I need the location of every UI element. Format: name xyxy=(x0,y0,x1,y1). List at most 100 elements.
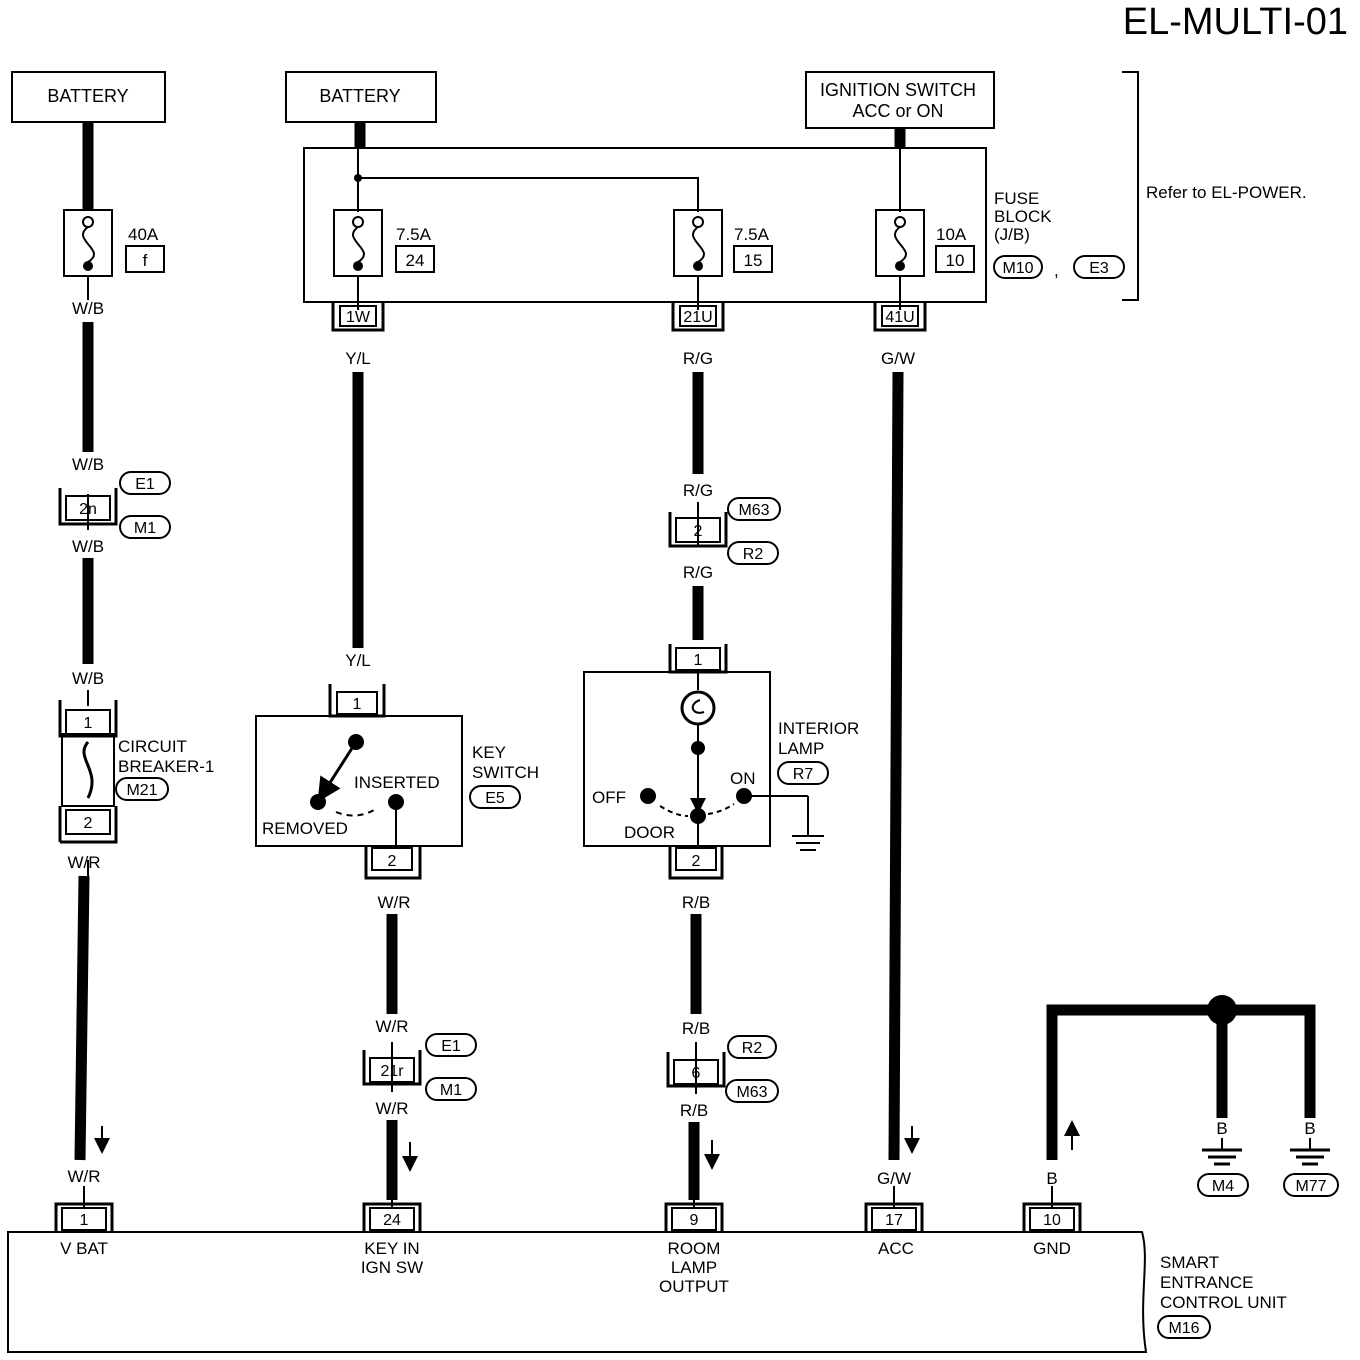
lamp-on-label: ON xyxy=(730,769,756,788)
key-switch xyxy=(255,684,463,880)
terminal-room: ROOM xyxy=(668,1239,721,1258)
connector-r2-label: R2 xyxy=(743,546,764,563)
connector-6 xyxy=(666,1052,726,1088)
breaker-pin-1: 1 xyxy=(84,715,93,732)
wire-color-label: Y/L xyxy=(345,349,371,368)
connector-m77-label: M77 xyxy=(1295,1178,1326,1195)
interior-lamp xyxy=(583,644,824,880)
connector-m63-label: M63 xyxy=(738,502,769,519)
lamp-off-label: OFF xyxy=(592,788,626,807)
ignition-switch-label-2: ACC or ON xyxy=(852,101,943,121)
breaker-pin-2: 2 xyxy=(84,815,93,832)
fuse-block-bus xyxy=(357,148,901,212)
control-unit-label-2: ENTRANCE xyxy=(1160,1273,1254,1292)
wire-color-label: R/G xyxy=(683,563,713,582)
connector-e3-label: E3 xyxy=(1089,260,1109,277)
m16-pin-10 xyxy=(1022,1202,1082,1232)
connector-r2-label: R2 xyxy=(742,1040,763,1057)
lamp-pin-2: 2 xyxy=(692,853,701,870)
terminal-lamp: LAMP xyxy=(671,1258,717,1277)
connector-r7-label: R7 xyxy=(793,766,814,783)
wire-color-label: G/W xyxy=(881,349,915,368)
fuse-40a-number: f xyxy=(143,251,148,270)
circuit-breaker-label-1: CIRCUIT xyxy=(118,737,187,756)
fuse-24-number-box xyxy=(395,245,435,273)
fuse-10a-number-box xyxy=(935,245,975,273)
connector-21r xyxy=(362,1050,422,1086)
connector-badge-m1 xyxy=(119,515,171,539)
wire-color-label: W/B xyxy=(72,537,104,556)
m16-pin-1 xyxy=(54,1202,114,1232)
wire-color-label: B xyxy=(1304,1119,1315,1138)
lamp-door-label: DOOR xyxy=(624,823,675,842)
fuse-15-number: 15 xyxy=(744,251,763,270)
m16-pin-17 xyxy=(864,1202,924,1232)
m16-pin-24-label: 24 xyxy=(383,1212,401,1229)
key-switch-pin-2: 2 xyxy=(388,853,397,870)
key-switch-label-1: KEY xyxy=(472,743,506,762)
terminal-output: OUTPUT xyxy=(659,1277,729,1296)
connector-badge-e5 xyxy=(469,785,521,809)
fuse-15-rating: 7.5A xyxy=(734,225,770,244)
connector-badge-m16 xyxy=(1157,1315,1211,1339)
fuse-40a xyxy=(63,209,113,277)
fuse-block-label-3: (J/B) xyxy=(994,225,1030,244)
connector-m63-label: M63 xyxy=(736,1084,767,1101)
ground-m4 xyxy=(1202,1138,1242,1166)
m16-pin-9 xyxy=(664,1202,724,1232)
fuse-block-label-1: FUSE xyxy=(994,189,1039,208)
wire-color-label: W/R xyxy=(67,853,100,872)
wire-color-label: G/W xyxy=(877,1169,911,1188)
wire-color-label: R/B xyxy=(682,1019,710,1038)
wire-color-label: B xyxy=(1216,1119,1227,1138)
connector-badge-m63 xyxy=(725,1079,779,1103)
fuse-10a-rating: 10A xyxy=(936,225,967,244)
wire-breaker-m16 xyxy=(74,875,90,1161)
bus-junction xyxy=(354,174,362,182)
fuse-block-separator: , xyxy=(1054,261,1059,280)
connector-2-pin: 2 xyxy=(694,523,703,540)
wires xyxy=(74,122,1316,1200)
jb-pin-21u-label: 21U xyxy=(683,309,712,326)
jb-pin-1w-label: 1W xyxy=(346,309,371,326)
battery-mid-label: BATTERY xyxy=(319,86,400,106)
terminal-vbat: V BAT xyxy=(60,1239,108,1258)
jb-pin-1w xyxy=(331,302,385,332)
key-switch-label-2: SWITCH xyxy=(472,763,539,782)
connector-6-pin: 6 xyxy=(692,1065,701,1082)
connector-badge-e1 xyxy=(119,471,171,495)
connector-badge-m1 xyxy=(425,1077,477,1101)
connector-badge-m77 xyxy=(1283,1173,1339,1197)
terminal-acc: ACC xyxy=(878,1239,914,1258)
fuse-block xyxy=(303,147,987,303)
connector-e1-label: E1 xyxy=(441,1038,461,1055)
jb-pin-21u xyxy=(671,302,725,332)
page-title: EL-MULTI-01 xyxy=(1123,1,1348,43)
wire-ground xyxy=(1046,1004,1316,1160)
control-unit-box xyxy=(7,1231,1148,1353)
connector-2n-pin: 2n xyxy=(79,501,97,518)
fuse-40a-number-box xyxy=(125,245,165,273)
refer-bracket xyxy=(1122,71,1139,301)
wire-color-label: R/B xyxy=(680,1101,708,1120)
connector-m10-label: M10 xyxy=(1002,260,1033,277)
connector-21r-pin: 21r xyxy=(380,1063,404,1080)
circuit-breaker-label-2: BREAKER-1 xyxy=(118,757,214,776)
wire-color-label: W/R xyxy=(375,1099,408,1118)
refer-note: Refer to EL-POWER. xyxy=(1146,183,1307,202)
interior-lamp-label-1: INTERIOR xyxy=(778,719,859,738)
interior-lamp-label-2: LAMP xyxy=(778,739,824,758)
wire-color-label: W/R xyxy=(67,1167,100,1186)
terminal-key-in: KEY IN xyxy=(364,1239,419,1258)
wire-color-label: B xyxy=(1046,1169,1057,1188)
fuse-40a-rating: 40A xyxy=(128,225,159,244)
control-unit-label-1: SMART xyxy=(1160,1253,1219,1272)
ground-junction xyxy=(1207,995,1237,1025)
wire-color-label: R/B xyxy=(682,893,710,912)
wire-color-label: R/G xyxy=(683,349,713,368)
connector-badge-r7 xyxy=(777,761,829,785)
fuse-15-number-box xyxy=(733,245,773,273)
connector-2n xyxy=(58,488,118,526)
flow-arrows xyxy=(94,1120,1080,1172)
